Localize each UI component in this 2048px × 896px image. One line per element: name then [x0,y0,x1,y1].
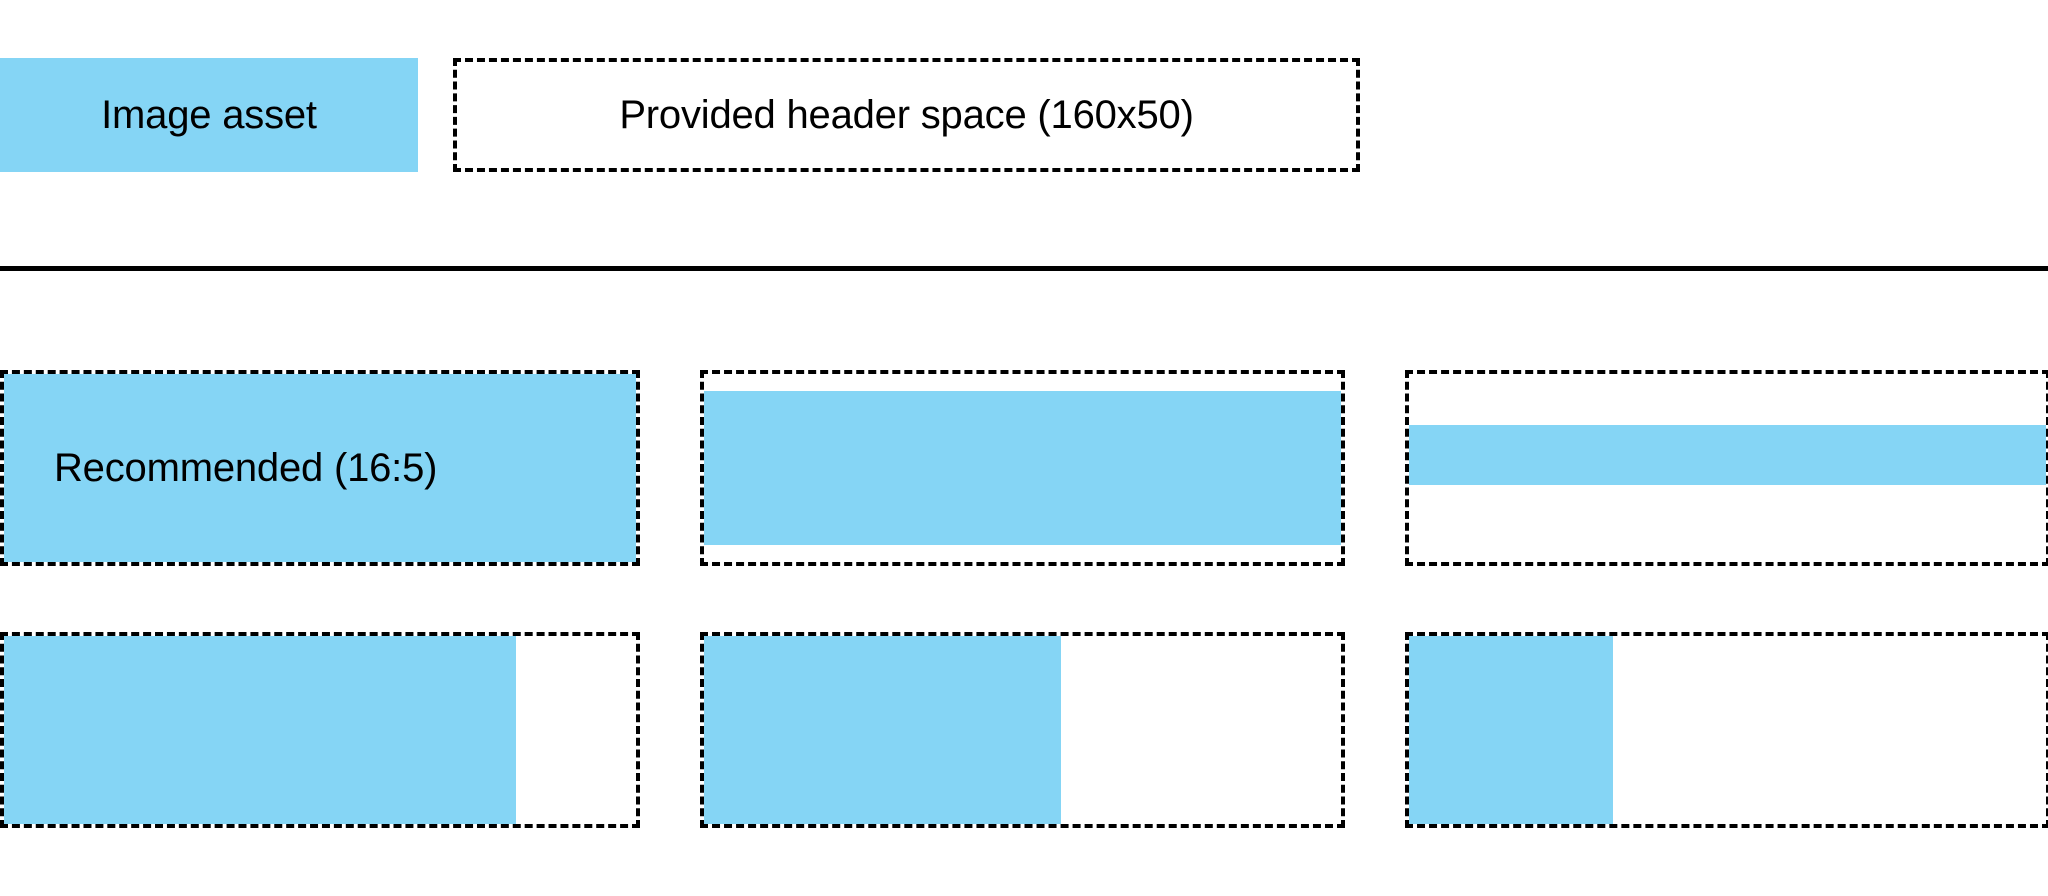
example-cell-much-shorter-than-space [1405,370,2048,566]
legend-provided-header-space-box: Provided header space (160x50) [453,58,1360,172]
example-cell-shorter-than-space [700,370,1345,566]
example-label-recommended: Recommended (16:5) [54,446,438,490]
legend-image-asset-swatch: Image asset [0,58,418,172]
asset-fill [1409,424,2046,485]
legend-image-asset-label: Image asset [101,93,317,137]
asset-fill [704,390,1341,546]
legend-row: Image asset Provided header space (160x5… [0,58,2048,172]
asset-fill [1409,636,1613,824]
section-divider [0,266,2048,271]
asset-fill [4,636,516,824]
asset-fill [4,374,636,562]
example-cell-narrower-56 [700,632,1345,828]
example-cell-narrower-80 [0,632,640,828]
legend-provided-header-space-label: Provided header space (160x50) [619,93,1194,137]
asset-fill [704,636,1061,824]
example-cell-recommended-16-5: Recommended (16:5) [0,370,640,566]
example-cell-narrower-25 [1405,632,2048,828]
